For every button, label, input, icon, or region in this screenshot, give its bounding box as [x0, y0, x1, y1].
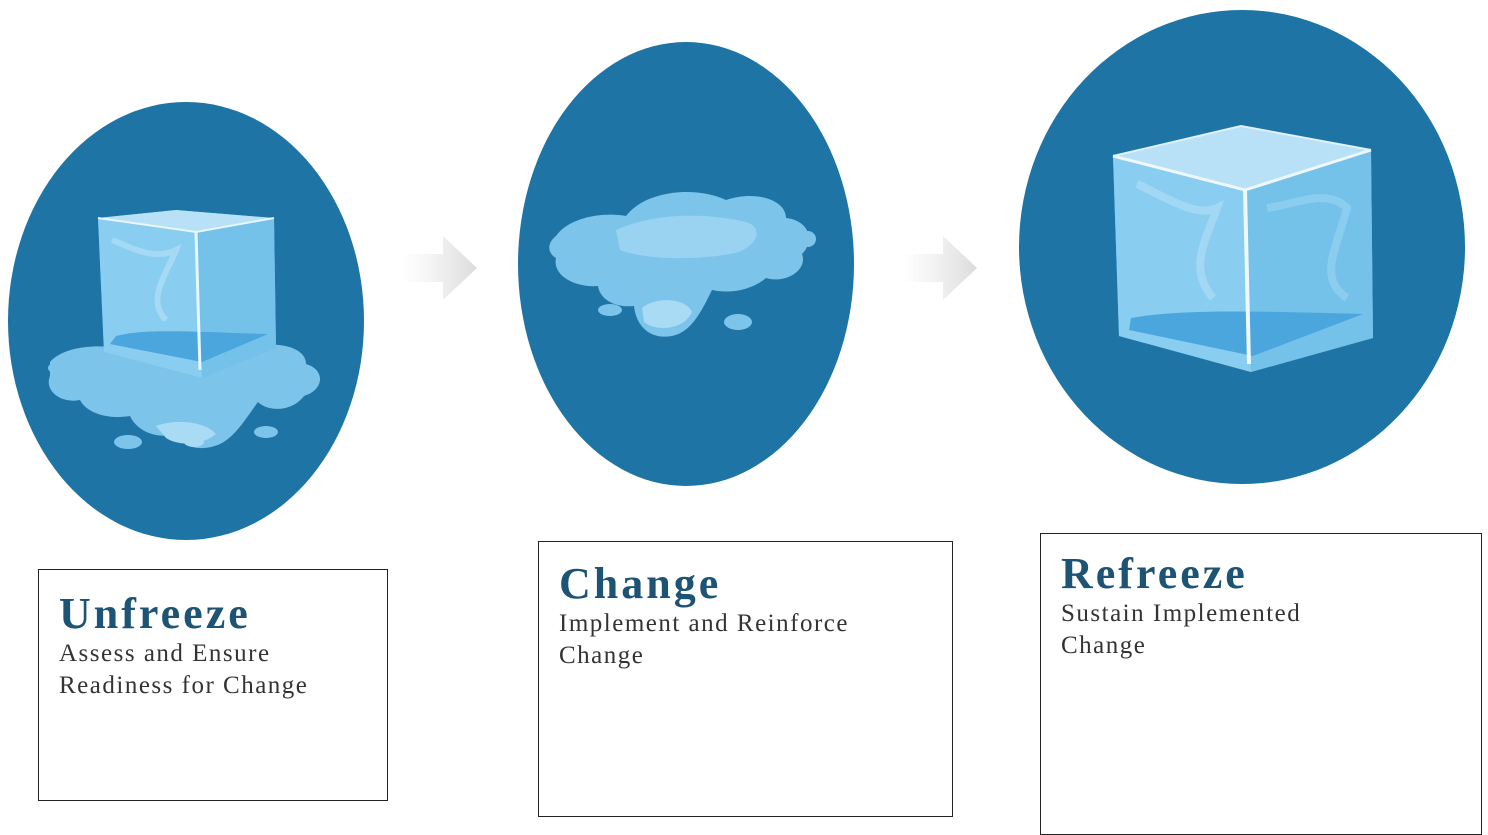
stage-subtitle: Assess and Ensure Readiness for Change [59, 640, 309, 699]
stage-subtitle: Sustain Implemented Change [1061, 600, 1302, 659]
unfreeze-card: Unfreeze Assess and Ensure Readiness for… [38, 569, 388, 801]
refreeze-circle [1019, 10, 1465, 484]
change-card: Change Implement and Reinforce Change [538, 541, 953, 817]
change-circle [518, 42, 854, 486]
arrow-right-icon [903, 236, 977, 300]
stage-title: Change [559, 559, 722, 608]
stage-title: Unfreeze [59, 589, 251, 638]
water-puddle-icon [549, 192, 816, 337]
ice-cube-icon [1112, 124, 1373, 372]
arrow-right-icon [403, 236, 477, 300]
melting-ice-cube-icon [48, 210, 321, 449]
unfreeze-circle [8, 102, 364, 540]
stage-subtitle: Implement and Reinforce Change [559, 610, 849, 669]
refreeze-card: Refreeze Sustain Implemented Change [1040, 533, 1482, 835]
stage-title: Refreeze [1061, 549, 1248, 598]
